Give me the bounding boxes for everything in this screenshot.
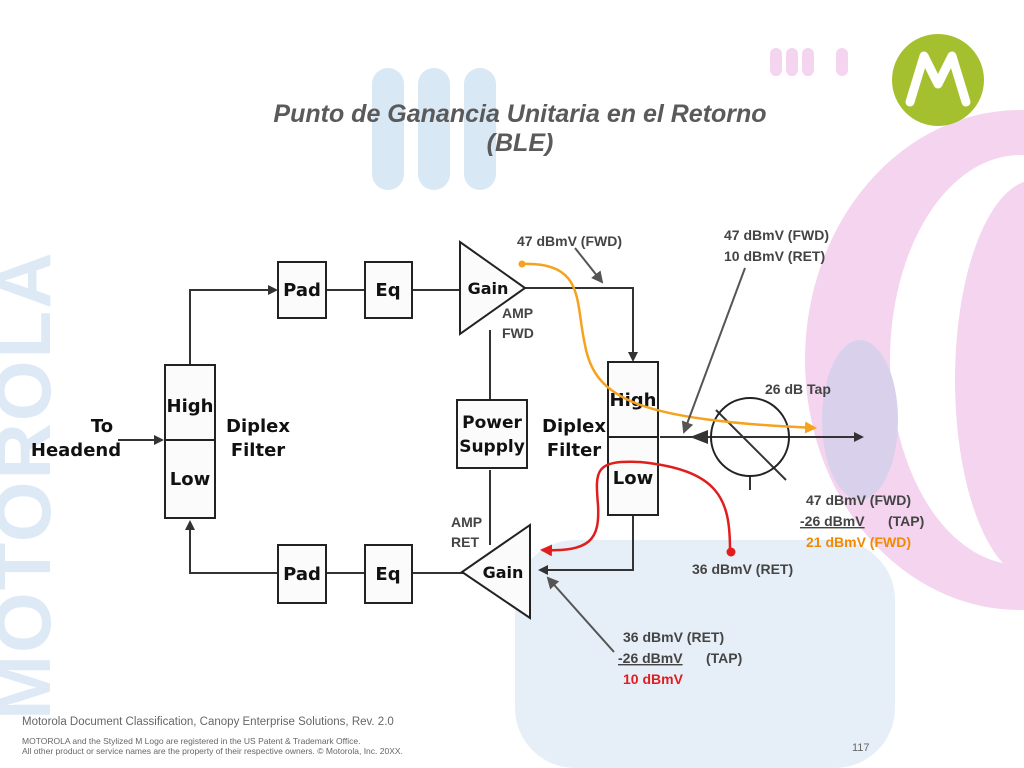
forward-eq: Eq	[364, 261, 413, 319]
to-headend-label-1: To	[91, 416, 113, 437]
svg-text:Eq: Eq	[375, 564, 400, 585]
left-diplex-filter: High Low	[164, 364, 216, 519]
amp-fwd-label-2: FWD	[502, 325, 534, 341]
motorola-m-logo-icon	[892, 34, 984, 126]
page-number: 117	[852, 742, 870, 754]
pointer-fwd-out	[574, 247, 604, 284]
return-level-at-tap: 36 dBmV (RET)	[692, 561, 793, 577]
left-high-label: High	[167, 396, 214, 417]
forward-gain-amplifier: Gain	[459, 240, 527, 336]
footer-trademark: MOTOROLA and the Stylized M Logo are reg…	[22, 736, 361, 746]
right-low-label: Low	[613, 468, 653, 489]
to-headend-label-2: Headend	[31, 440, 121, 461]
forward-pad: Pad	[277, 261, 327, 319]
return-pad: Pad	[277, 544, 327, 604]
calc-ret-result: 10 dBmV	[623, 671, 684, 687]
footer-classification: Motorola Document Classification, Canopy…	[22, 716, 394, 728]
return-eq: Eq	[364, 544, 413, 604]
pointer-tap-input	[681, 267, 746, 434]
left-diplex-label-1: Diplex	[226, 416, 290, 437]
power-supply: Power Supply	[456, 399, 528, 469]
page-title: Punto de Ganancia Unitaria en el Retorno…	[200, 100, 840, 158]
svg-text:Gain: Gain	[483, 563, 524, 582]
forward-signal-path	[521, 262, 817, 434]
amp-ret-label-2: RET	[451, 534, 479, 550]
calc-ret-line-1: 36 dBmV (RET)	[623, 629, 724, 645]
svg-text:Power: Power	[462, 413, 522, 433]
blue-block-shape	[515, 540, 895, 768]
left-low-label: Low	[170, 469, 210, 490]
calc-ret-line-2-note: (TAP)	[706, 650, 742, 666]
return-source-dot	[726, 547, 736, 557]
svg-text:Gain: Gain	[468, 279, 509, 298]
pointer-return-gain	[546, 576, 615, 653]
tap-value-label: 26 dB Tap	[765, 381, 831, 397]
return-signal-path	[540, 460, 732, 557]
tap-input-ret-level: 10 dBmV (RET)	[724, 248, 825, 264]
lilac-shape	[822, 340, 898, 500]
calc-ret-line-2-value: -26 dBmV	[618, 650, 683, 666]
svg-text:Pad: Pad	[283, 564, 321, 585]
footer-copyright: All other product or service names are t…	[22, 746, 403, 756]
return-gain-amplifier: Gain	[460, 523, 531, 620]
title-line-2: (BLE)	[486, 129, 554, 157]
tap-input-fwd-level: 47 dBmV (FWD)	[724, 227, 829, 243]
tap-symbol	[710, 397, 790, 477]
watermark-text: MOTOROLA	[0, 250, 67, 720]
svg-text:Eq: Eq	[375, 280, 400, 301]
calc-fwd-result: 21 dBmV (FWD)	[806, 534, 911, 550]
calc-fwd-line-1: 47 dBmV (FWD)	[806, 492, 911, 508]
amp-ret-label-1: AMP	[451, 514, 482, 530]
calc-fwd-line-2-note: (TAP)	[888, 513, 924, 529]
right-diplex-filter: High Low	[607, 361, 659, 516]
calc-fwd-line-2-value: -26 dBmV	[800, 513, 865, 529]
amp-fwd-label-1: AMP	[502, 305, 533, 321]
left-diplex-label-2: Filter	[231, 440, 285, 461]
svg-text:Supply: Supply	[459, 437, 525, 457]
right-diplex-label-2: Filter	[547, 440, 601, 461]
fwd-output-level: 47 dBmV (FWD)	[517, 233, 622, 249]
title-line-1: Punto de Ganancia Unitaria en el Retorno	[273, 100, 767, 128]
svg-text:Pad: Pad	[283, 280, 321, 301]
right-diplex-label-1: Diplex	[542, 416, 606, 437]
